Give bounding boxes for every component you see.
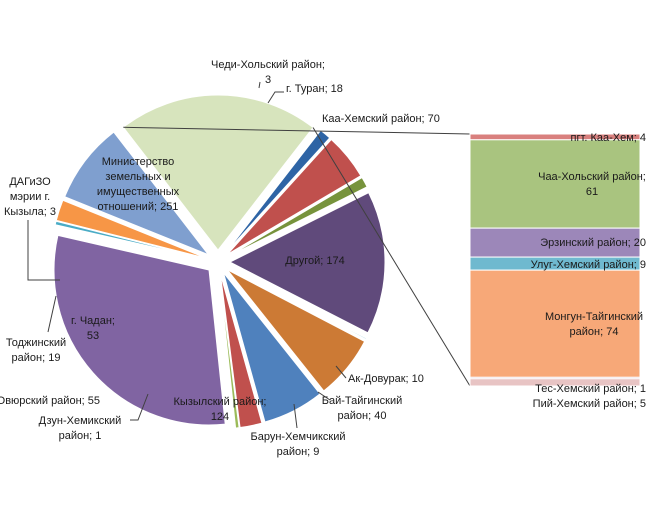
- main-pie: [53, 94, 386, 429]
- data-label-г-туран: г. Туран; 18: [286, 83, 343, 95]
- data-label-чеди-хольский-район: Чеди-Хольский район;3: [211, 59, 325, 86]
- pie-slice-барун-хемчикский-район: [228, 176, 368, 257]
- bar-segment-эрзинский-район: [469, 227, 641, 258]
- data-label-овюрский-район: Овюрский район; 55: [0, 395, 100, 407]
- leader-тоджинский-район: [47, 295, 57, 333]
- connector-bottom: [312, 127, 471, 387]
- bar-segment-пий-хемский-район: [469, 378, 641, 387]
- pie-slice-другой: [122, 94, 314, 251]
- data-label-другой: Другой; 174: [285, 255, 344, 267]
- leader-бай-тайгинский-район: [317, 391, 331, 401]
- bar-label-чаа-хольский-район: Чаа-Хольский район;61: [538, 171, 646, 198]
- leader-г-туран: [267, 91, 284, 104]
- pie-slice-бай-тайгинский-район: [226, 138, 362, 255]
- pie-slice-овюрский-район: [226, 269, 366, 392]
- pie-slice-министерство-земельных-и-имущественных-отношений: [53, 234, 226, 426]
- pie-slice-чеди-хольский-район: [54, 220, 207, 260]
- pie-slice-ак-довурак: [225, 129, 331, 254]
- bar-segment-монгун-тайгинский-район: [469, 269, 641, 378]
- connector-lines: [123, 126, 471, 387]
- leader-lines: [27, 81, 347, 429]
- leader-дзун-хемикский-район: [130, 393, 149, 421]
- leader-дагизо-мэрии-г-кызыла: [27, 220, 60, 281]
- data-label-каа-хемский-район: Каа-Хемский район; 70: [322, 113, 440, 125]
- bar-segment-чаа-хольский-район: [469, 139, 641, 229]
- pie-slice-дагизо-мэрии-г-кызыла: [218, 273, 240, 429]
- other-breakdown-bar: [469, 133, 641, 387]
- pie-slice-тоджинский-район: [219, 273, 263, 429]
- leader-барун-хемчикский-район: [293, 403, 298, 429]
- pie-slice-г-туран: [55, 199, 207, 259]
- data-label-кызылский-район: Кызылский район;124: [174, 396, 267, 423]
- bar-label-улуг-хемский-район: Улуг-Хемский район; 9: [531, 259, 646, 271]
- leader-ак-довурак: [335, 365, 347, 379]
- pie-slice-кызылский-район: [228, 191, 386, 334]
- bar-label-тес-хемский-район: Тес-Хемский район; 1: [535, 383, 646, 395]
- pie-slice-дзун-хемикский-район: [228, 267, 368, 341]
- pie-slice-г-чадан: [222, 272, 321, 423]
- bar-label-эрзинский-район: Эрзинский район; 20: [540, 237, 646, 249]
- bar-label-пий-хемский-район: Пий-Хемский район; 5: [533, 398, 646, 410]
- pie-slice-каа-хемский-район: [64, 131, 210, 256]
- bar-label-пгт-каа-хем: пгт. Каа-Хем; 4: [571, 132, 646, 144]
- data-label-ак-довурак: Ак-Довурак; 10: [348, 373, 424, 385]
- connector-top: [123, 126, 471, 135]
- leader-чеди-хольский-район: [258, 81, 261, 89]
- data-label-г-чадан: г. Чадан;53: [71, 315, 115, 342]
